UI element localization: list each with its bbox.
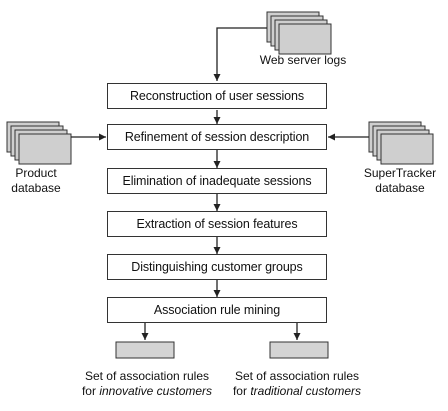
product-database-label-line2: database [11,181,61,195]
innovative-rules-label: Set of association rules for innovative … [72,369,222,399]
step-distinguishing-customer-groups: Distinguishing customer groups [107,254,327,280]
innovative-rules-box [115,341,175,359]
innovative-rules-label-line1: Set of association rules [84,369,210,383]
product-database-label-line1: Product [15,166,57,180]
step-elimination-of-inadequate-sessions: Elimination of inadequate sessions [107,168,327,194]
innovative-rules-label-emphasis: innovative customers [99,384,213,398]
traditional-rules-label-prefix: for [232,384,251,398]
supertracker-database-label: SuperTracker database [355,166,445,196]
step-refinement-of-session-description: Refinement of session description [107,124,327,150]
web-server-logs-label: Web server logs [259,53,347,67]
supertracker-database-label-line1: SuperTracker [363,166,437,180]
traditional-rules-box [269,341,329,359]
traditional-rules-label-line1: Set of association rules [234,369,360,383]
traditional-rules-label-emphasis: traditional customers [250,384,362,398]
supertracker-database-label-line2: database [375,181,425,195]
step-association-rule-mining: Association rule mining [107,297,327,323]
step-reconstruction-of-user-sessions: Reconstruction of user sessions [107,83,327,109]
innovative-rules-label-prefix: for [81,384,100,398]
product-database-icon [6,121,72,165]
supertracker-database-icon [368,121,434,165]
arrow-logs-to-reconstruction [213,27,267,81]
traditional-rules-label: Set of association rules for traditional… [222,369,372,399]
step-extraction-of-session-features: Extraction of session features [107,211,327,237]
web-server-logs-icon [266,11,332,55]
product-database-label: Product database [4,166,68,196]
